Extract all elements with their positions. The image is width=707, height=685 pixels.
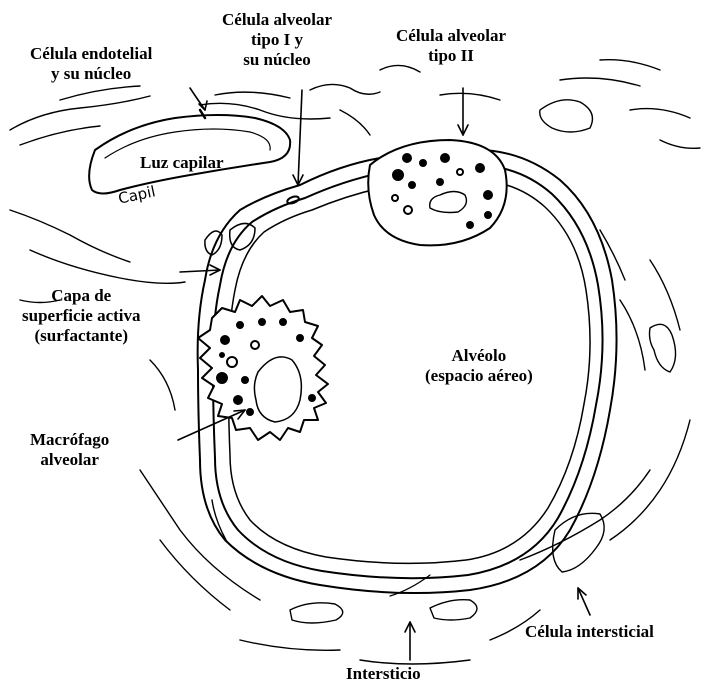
label-interstitial-cell: Célula intersticial [525,622,654,642]
label-line: alveolar [30,450,109,470]
label-type-1-cell: Célula alveolar tipo I y su núcleo [222,10,332,70]
label-line: Célula alveolar [396,26,506,46]
label-capillary-lumen: Luz capilar [140,153,224,173]
arrow-type1 [298,90,302,185]
label-line: Alvéolo [425,346,533,366]
label-macrophage: Macrófago alveolar [30,430,109,470]
macrophage [198,296,328,440]
type-2-cell [368,140,506,245]
arrow-interstitial [578,588,590,615]
label-line: y su núcleo [30,64,152,84]
label-line: Célula alveolar [222,10,332,30]
label-surfactant-layer: Capa de superficie activa (surfactante) [22,286,141,346]
tissue-strokes [10,60,700,664]
label-line: Capa de [22,286,141,306]
label-line: su núcleo [222,50,332,70]
label-endothelial-cell: Célula endotelial y su núcleo [30,44,152,84]
label-line: Macrófago [30,430,109,450]
label-line: superficie activa [22,306,141,326]
label-type-2-cell: Célula alveolar tipo II [396,26,506,66]
capillary [89,110,290,194]
label-line: (espacio aéreo) [425,366,533,386]
arrow-surfactant [180,270,220,272]
label-line: (surfactante) [22,326,141,346]
label-line: Célula endotelial [30,44,152,64]
label-line: tipo II [396,46,506,66]
type-1-nucleus [286,195,299,205]
label-interstitium: Intersticio [346,664,421,684]
label-line: tipo I y [222,30,332,50]
label-alveolus: Alvéolo (espacio aéreo) [425,346,533,386]
